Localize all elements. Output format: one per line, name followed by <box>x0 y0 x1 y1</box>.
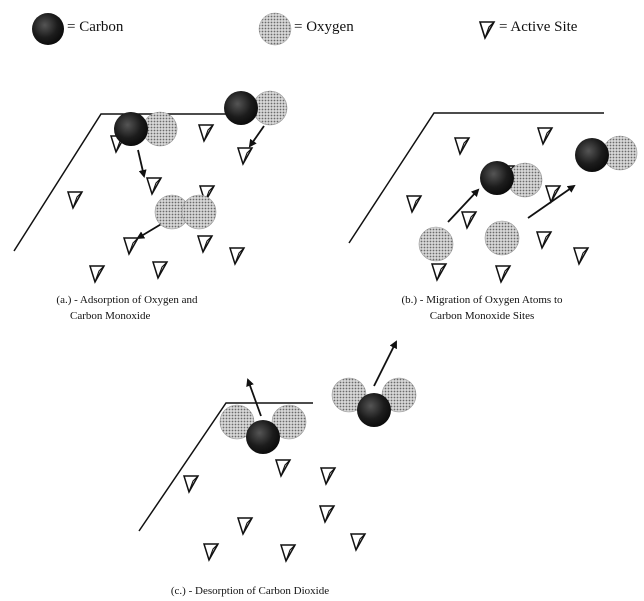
arrow-icon <box>373 340 397 387</box>
active-site-icon <box>182 475 200 494</box>
active-site-icon <box>228 247 246 266</box>
carbon-atom-icon <box>246 420 280 454</box>
oxygen-atom-icon <box>258 12 292 46</box>
caption-b-line1: (b.) - Migration of Oxygen Atoms to <box>401 294 563 306</box>
active-site-icon <box>319 467 337 486</box>
carbon-atom-icon <box>480 161 514 195</box>
carbon-atom-icon <box>575 138 609 172</box>
oxygen-atom-icon <box>252 90 288 126</box>
legend-active-site-label: = Active Site <box>499 19 578 35</box>
active-site-icon <box>349 533 367 552</box>
active-site-icon <box>572 247 590 266</box>
surface-c <box>138 402 313 532</box>
legend-carbon-label: = Carbon <box>67 19 124 35</box>
legend-oxygen-label: = Oxygen <box>294 19 354 35</box>
caption-b-line2: Carbon Monoxide Sites <box>429 310 535 322</box>
active-site-icon <box>279 544 297 563</box>
caption-c-line1: (c.) - Desorption of Carbon Dioxide <box>170 585 330 597</box>
oxygen-atom-icon <box>181 194 217 230</box>
active-site-icon <box>535 231 553 250</box>
oxygen-atom-icon <box>418 226 454 262</box>
arrows <box>136 125 576 417</box>
active-site-icon <box>460 211 478 230</box>
active-sites <box>66 124 590 563</box>
arrow-icon <box>527 184 576 219</box>
active-site-icon <box>88 265 106 284</box>
carbon-atom-icon <box>32 13 64 45</box>
oxygen-atom-icon <box>142 111 178 147</box>
active-site-icon <box>318 505 336 524</box>
surface-a <box>13 113 238 252</box>
caption-a-line1: (a.) - Adsorption of Oxygen and <box>56 294 198 306</box>
carbon-atom-icon <box>357 393 391 427</box>
active-site-icon <box>236 517 254 536</box>
active-site-icon <box>478 21 496 41</box>
oxygen-atom-icon <box>271 404 307 440</box>
caption-a-line2: Carbon Monoxide <box>70 310 151 322</box>
active-site-icon <box>202 543 220 562</box>
active-site-icon <box>274 459 292 478</box>
active-site-icon <box>430 263 448 282</box>
caption-a: (a.) - Adsorption of Oxygen and Carbon M… <box>12 292 242 324</box>
carbon-atom-icon <box>224 91 258 125</box>
active-site-icon <box>197 124 215 143</box>
active-site-icon <box>145 177 163 196</box>
active-site-icon <box>544 185 562 204</box>
carbon-atom-icon <box>114 112 148 146</box>
active-site-icon <box>494 265 512 284</box>
oxygen-atom-icon <box>219 404 255 440</box>
active-site-icon <box>453 137 471 156</box>
active-site-icon <box>122 237 140 256</box>
oxygen-atom-icon <box>484 220 520 256</box>
surface-b <box>348 112 604 244</box>
arrow-icon <box>246 378 262 417</box>
arrow-icon <box>137 149 147 178</box>
active-site-icon <box>236 147 254 166</box>
legend <box>32 12 496 46</box>
surfaces <box>13 112 604 532</box>
active-site-icon <box>405 195 423 214</box>
active-site-icon <box>151 261 169 280</box>
caption-c: (c.) - Desorption of Carbon Dioxide <box>130 583 370 599</box>
active-site-icon <box>66 191 84 210</box>
active-site-icon <box>536 127 554 146</box>
arrow-icon <box>447 188 480 223</box>
active-site-icon <box>196 235 214 254</box>
atoms <box>114 90 638 454</box>
caption-b: (b.) - Migration of Oxygen Atoms to Carb… <box>352 292 612 324</box>
arrow-icon <box>248 125 265 148</box>
